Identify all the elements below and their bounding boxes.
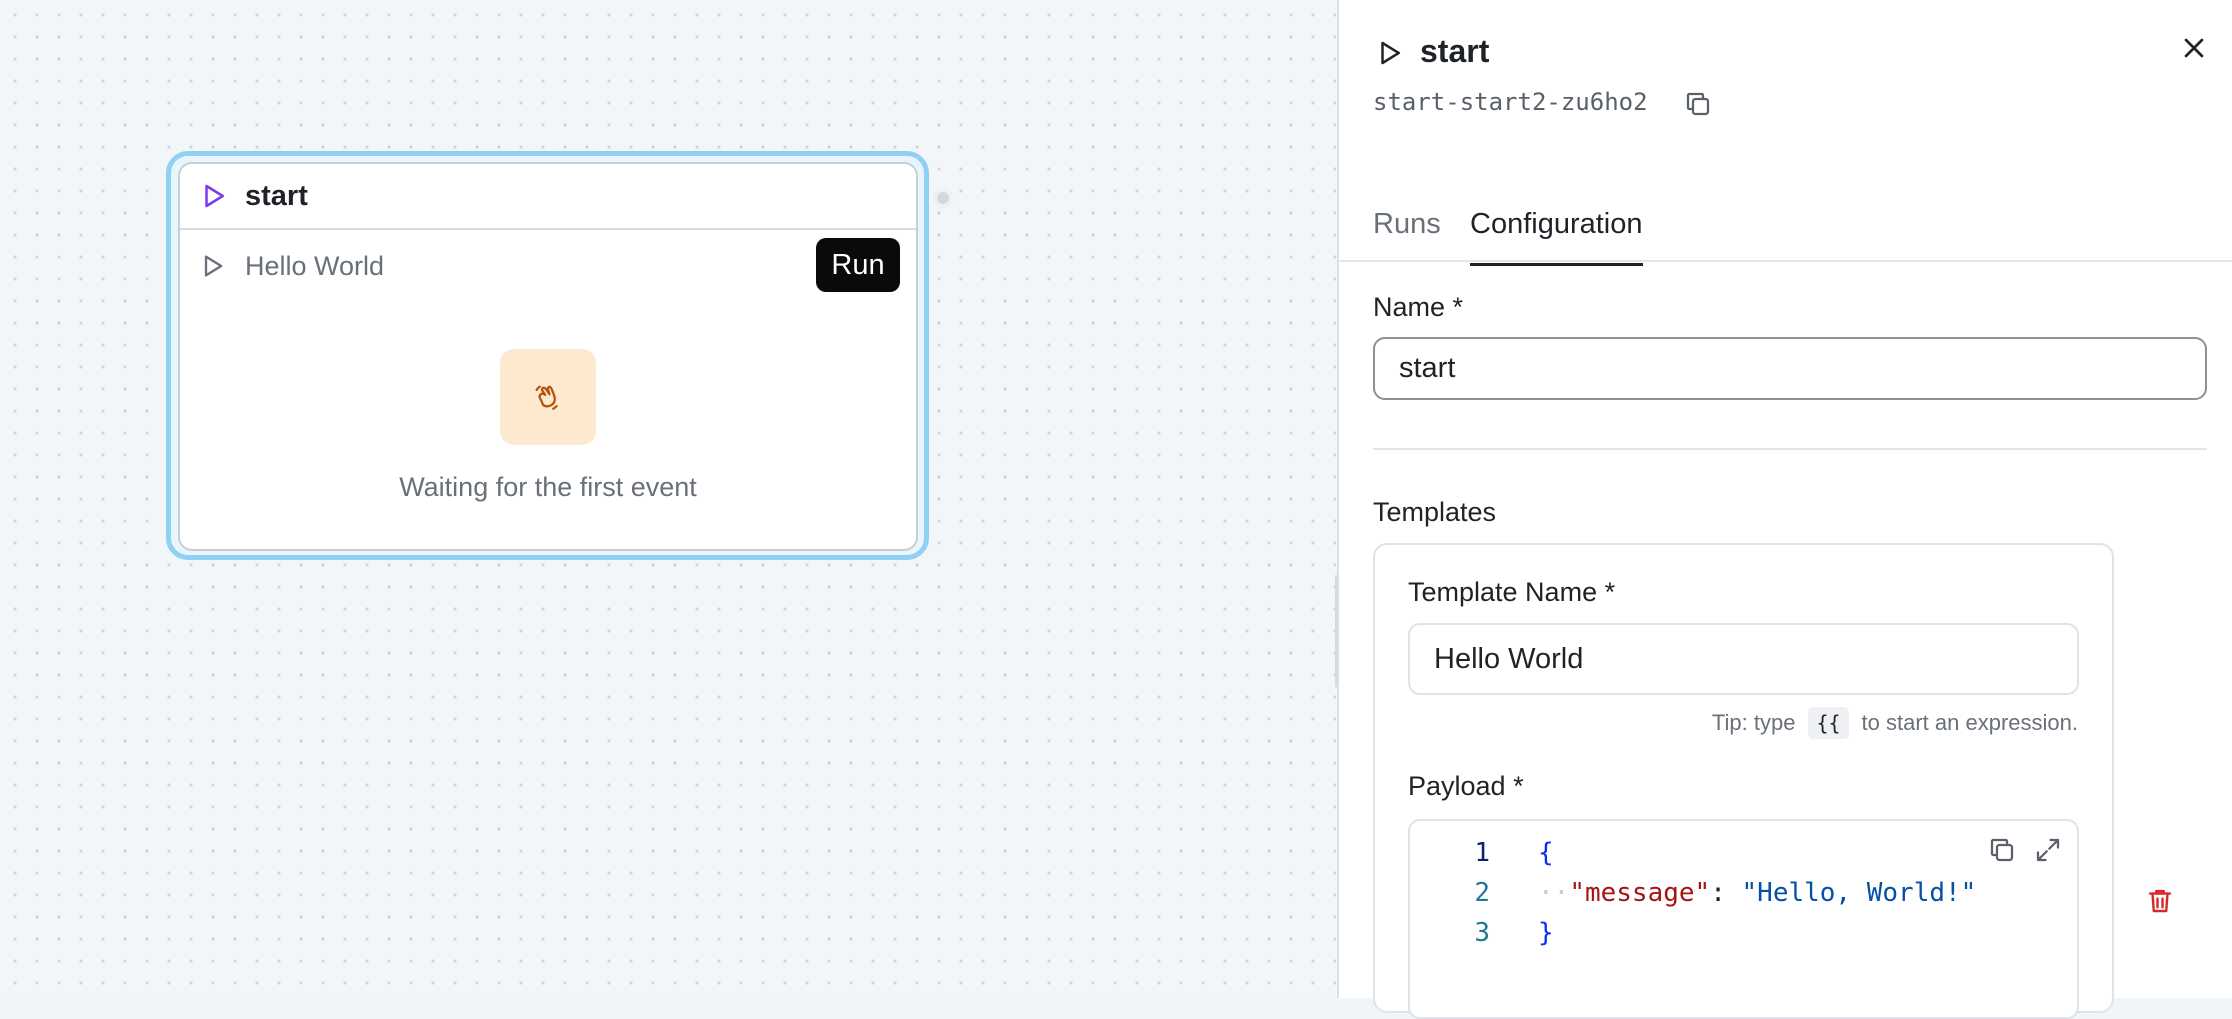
close-icon[interactable] [2178, 32, 2210, 64]
line-number: 1 [1474, 838, 1490, 868]
code-line: 1 { [1410, 833, 2077, 873]
json-key: "message" [1569, 878, 1711, 908]
template-card: Template Name * Tip: type {{ to start an… [1373, 543, 2114, 1019]
tip-suffix: to start an expression. [1861, 710, 2078, 735]
template-name-field[interactable] [1408, 623, 2079, 695]
play-icon [204, 255, 223, 277]
json-value: "Hello, World!" [1741, 878, 1977, 908]
code-line: 3 } [1410, 913, 2077, 953]
panel-tabs: Runs Configuration [1339, 190, 2232, 266]
editor-toolbar [1987, 835, 2063, 865]
json-colon: : [1710, 878, 1742, 908]
start-node[interactable]: start Hello World Run Waiting for the fi… [178, 162, 918, 551]
empty-state-message: Waiting for the first event [399, 472, 697, 502]
node-id: start-start2-zu6ho2 [1373, 88, 1648, 116]
trash-icon[interactable] [2145, 886, 2175, 916]
tip-prefix: Tip: type [1711, 710, 1796, 735]
name-label: Name * [1373, 292, 1464, 322]
payload-editor[interactable]: 1 { 2 ··"message": "Hello, World!" 3 } [1408, 819, 2079, 1019]
node-config-panel: start start-start2-zu6ho2 Runs Configura… [1337, 0, 2232, 1019]
name-field[interactable] [1373, 337, 2207, 400]
tab-configuration[interactable]: Configuration [1470, 208, 1643, 266]
play-icon [205, 184, 224, 208]
copy-icon[interactable] [1987, 835, 2017, 865]
node-header: start [180, 164, 916, 230]
code-text: { [1538, 838, 1554, 868]
node-output-handle[interactable] [933, 188, 953, 208]
expression-tip: Tip: type {{ to start an expression. [1712, 707, 2078, 739]
tip-code: {{ [1808, 707, 1849, 739]
code-text: ··"message": "Hello, World!" [1538, 878, 1977, 908]
line-number: 2 [1474, 878, 1490, 908]
templates-heading: Templates [1373, 497, 1497, 527]
divider [1373, 448, 2207, 450]
expand-icon[interactable] [2033, 835, 2063, 865]
run-button[interactable]: Run [816, 238, 900, 292]
template-label: Hello World [245, 250, 385, 281]
play-icon [1381, 41, 1400, 65]
code-line: 2 ··"message": "Hello, World!" [1410, 873, 2077, 913]
hand-wave-icon [535, 385, 558, 410]
line-number: 3 [1474, 918, 1490, 948]
workflow-canvas[interactable]: start Hello World Run Waiting for the fi… [0, 0, 1336, 998]
copy-icon[interactable] [1683, 89, 1713, 119]
node-title: start [245, 179, 308, 212]
panel-title: start [1420, 33, 1490, 69]
node-template-row: Hello World Run [180, 230, 916, 302]
empty-state-badge [500, 349, 596, 445]
tab-runs[interactable]: Runs [1373, 208, 1441, 240]
code-text: } [1538, 918, 1554, 948]
template-name-label: Template Name * [1408, 577, 1616, 607]
payload-label: Payload * [1408, 771, 1524, 801]
